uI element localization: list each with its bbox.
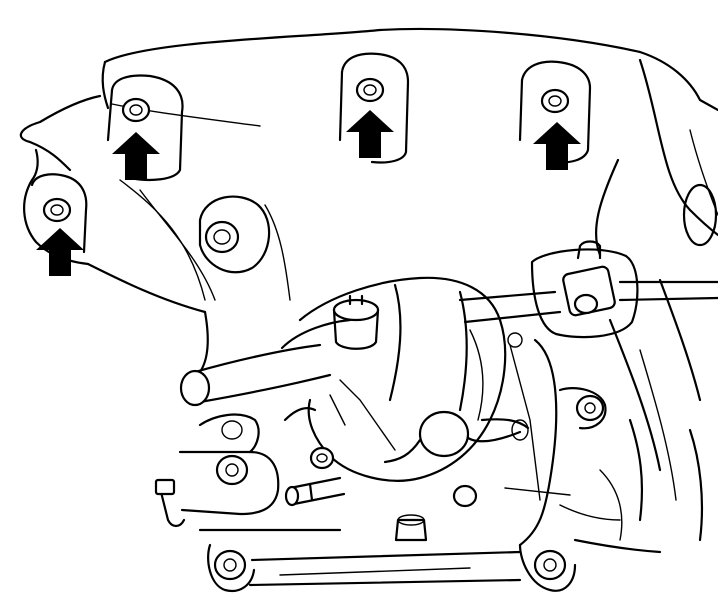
round-boss	[198, 195, 291, 301]
bolt-1	[121, 97, 151, 123]
arrow-up-icon	[346, 110, 394, 158]
small-nut-right	[452, 484, 478, 508]
bolt-3	[540, 88, 570, 114]
bolt-4	[42, 197, 72, 223]
bolt-boss-1	[106, 74, 184, 181]
small-nut-bottom	[394, 514, 428, 542]
bolt-boss-3	[518, 60, 592, 164]
plunger	[332, 294, 380, 350]
arrow-up-icon	[36, 228, 84, 276]
arrow-up-icon	[112, 132, 160, 180]
lower-knob	[383, 410, 530, 464]
bolt-boss-2	[338, 52, 410, 164]
small-nut-left	[309, 446, 335, 470]
bolt-boss-4	[30, 173, 88, 254]
arrow-up-icon	[533, 122, 581, 170]
left-arm	[179, 318, 352, 407]
transmission-housing	[19, 27, 718, 542]
shift-mechanism	[298, 276, 507, 482]
stud-left	[283, 379, 396, 451]
pipe-fitting	[284, 476, 346, 507]
shift-bracket	[530, 240, 639, 339]
lower-casing	[154, 332, 662, 593]
arrows	[36, 110, 581, 276]
bolt-2	[355, 77, 385, 103]
